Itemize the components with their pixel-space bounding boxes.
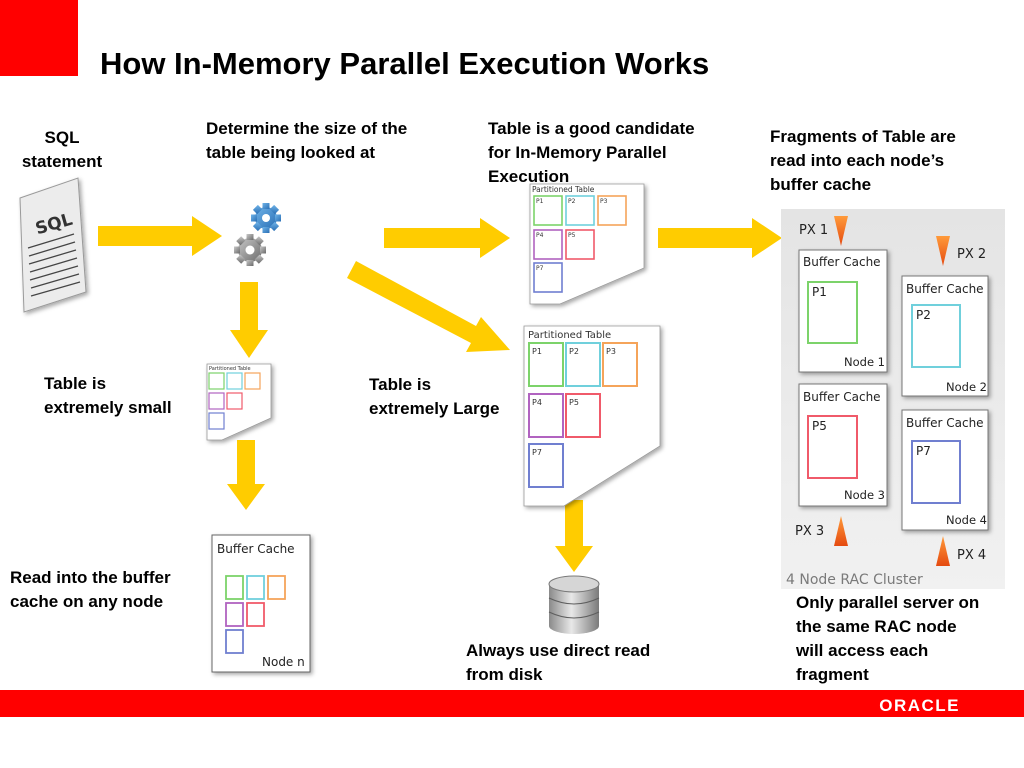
svg-text:Partitioned Table: Partitioned Table	[532, 185, 595, 194]
svg-text:P5: P5	[569, 398, 579, 407]
arrow-candidate-to-cluster	[658, 218, 782, 258]
svg-text:P3: P3	[606, 347, 616, 356]
px1-label: PX 1	[799, 223, 828, 238]
sql-document-icon: SQL	[19, 177, 87, 313]
footer-bar	[0, 690, 1024, 717]
px2-label: PX 2	[957, 247, 986, 262]
svg-text:Partitioned Table: Partitioned Table	[209, 366, 251, 372]
px2-arrow	[936, 236, 950, 266]
svg-text:Partitioned Table: Partitioned Table	[528, 330, 611, 341]
label-extremely-large: Table is extremely Large	[369, 375, 500, 418]
oracle-logo: ORACLE	[879, 696, 960, 715]
svg-text:Node 3: Node 3	[844, 488, 885, 502]
partitioned-table-candidate: Partitioned Table P1 P2 P3 P4 P5 P7	[529, 183, 645, 305]
svg-text:P7: P7	[532, 448, 542, 457]
px4-label: PX 4	[957, 548, 986, 563]
buffer-cache-node-n: Buffer Cache Node n	[211, 534, 311, 673]
svg-text:P1: P1	[532, 347, 542, 356]
svg-text:P4: P4	[532, 398, 542, 407]
gears-icon	[234, 203, 281, 266]
database-icon	[548, 575, 600, 634]
slide-title: How In-Memory Parallel Execution Works	[100, 46, 710, 81]
svg-text:Buffer Cache: Buffer Cache	[217, 542, 295, 556]
flow-arrows	[98, 216, 782, 572]
arrow-small-to-buffer	[227, 440, 265, 510]
rac-node-3: Buffer Cache P5 Node 3	[798, 383, 888, 507]
svg-text:4 Node RAC Cluster: 4 Node RAC Cluster	[786, 572, 923, 588]
svg-text:Buffer Cache: Buffer Cache	[803, 390, 881, 404]
svg-text:P1: P1	[812, 285, 827, 299]
arrow-large-to-disk	[555, 500, 593, 572]
label-sql-statement: SQL statement	[21, 128, 103, 171]
arrow-gears-to-large	[347, 261, 510, 352]
svg-text:Node 4: Node 4	[946, 513, 987, 527]
svg-text:Buffer Cache: Buffer Cache	[906, 416, 984, 430]
partitioned-table-large: Partitioned Table P1 P2 P3 P4 P5 P7	[523, 325, 661, 507]
label-extremely-small: Table is extremely small	[44, 374, 172, 417]
px4-arrow	[936, 536, 950, 566]
brand-red-square	[0, 0, 78, 76]
svg-text:P7: P7	[536, 265, 544, 272]
svg-text:Node n: Node n	[262, 655, 305, 669]
arrow-gears-to-candidate	[384, 218, 510, 258]
label-read-into-buffer: Read into the buffer cache on any node	[10, 568, 171, 611]
svg-text:P4: P4	[536, 232, 544, 239]
px1-arrow	[834, 216, 848, 246]
rac-node-4: Buffer Cache P7 Node 4	[901, 409, 989, 531]
rac-node-2: Buffer Cache P2 Node 2	[901, 275, 989, 397]
arrow-down-to-small	[230, 282, 268, 358]
label-determine-size: Determine the size of the table being lo…	[206, 119, 408, 162]
svg-text:Buffer Cache: Buffer Cache	[803, 255, 881, 269]
svg-text:P1: P1	[536, 198, 544, 205]
label-fragments: Fragments of Table are read into each no…	[770, 127, 956, 194]
label-only-parallel: Only parallel server on the same RAC nod…	[796, 593, 980, 684]
rac-cluster-panel: 4 Node RAC Cluster PX 1 PX 2 PX 3 PX 4 B…	[781, 209, 1005, 589]
svg-text:P2: P2	[916, 308, 931, 322]
svg-text:Node 1: Node 1	[844, 355, 885, 369]
label-direct-read: Always use direct read from disk	[466, 641, 651, 684]
svg-text:Node 2: Node 2	[946, 380, 987, 394]
svg-text:P7: P7	[916, 444, 931, 458]
px3-arrow	[834, 516, 848, 546]
svg-text:P5: P5	[812, 419, 827, 433]
svg-text:P5: P5	[568, 232, 576, 239]
px3-label: PX 3	[795, 524, 824, 539]
svg-text:P2: P2	[569, 347, 579, 356]
rac-node-1: Buffer Cache P1 Node 1	[798, 249, 888, 373]
arrow-sql-to-gears	[98, 216, 222, 256]
partitioned-table-small: Partitioned Table	[206, 363, 272, 441]
svg-text:P3: P3	[600, 198, 608, 205]
svg-text:P2: P2	[568, 198, 576, 205]
label-good-candidate: Table is a good candidate for In-Memory …	[488, 119, 695, 186]
svg-text:Buffer Cache: Buffer Cache	[906, 282, 984, 296]
